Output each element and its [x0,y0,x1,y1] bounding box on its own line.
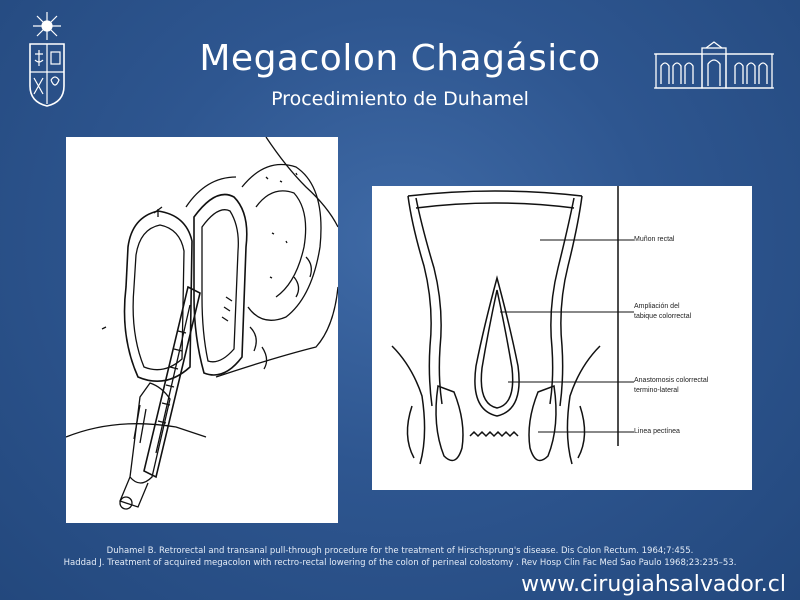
reference-haddad: Haddad J. Treatment of acquired megacolo… [63,558,737,568]
label-ampliacion: Ampliación del [634,303,680,310]
slide-title: Megacolon Chagásico [199,38,601,79]
duhamel-procedure-illustration [65,136,339,523]
references: Duhamel B. Retrorectal and transanal pul… [0,545,800,569]
label-termino-lateral: termino-lateral [634,387,679,394]
label-linea-pectinea: Linea pectínea [634,428,680,435]
website-link[interactable]: www.cirugiahsalvador.cl [521,572,786,597]
slide-subtitle: Procedimiento de Duhamel [271,88,529,110]
reference-duhamel: Duhamel B. Retrorectal and transanal pul… [106,546,694,556]
label-tabique: tabique colorrectal [634,313,692,320]
hospital-building-icon [652,40,776,92]
university-crest-icon [22,10,72,110]
label-munon-rectal: Muñon rectal [634,236,675,243]
colorrectal-anastomosis-diagram: Muñon rectal Ampliación del tabique colo… [372,186,752,490]
label-anastomosis: Anastomosis colorrectal [634,377,709,384]
